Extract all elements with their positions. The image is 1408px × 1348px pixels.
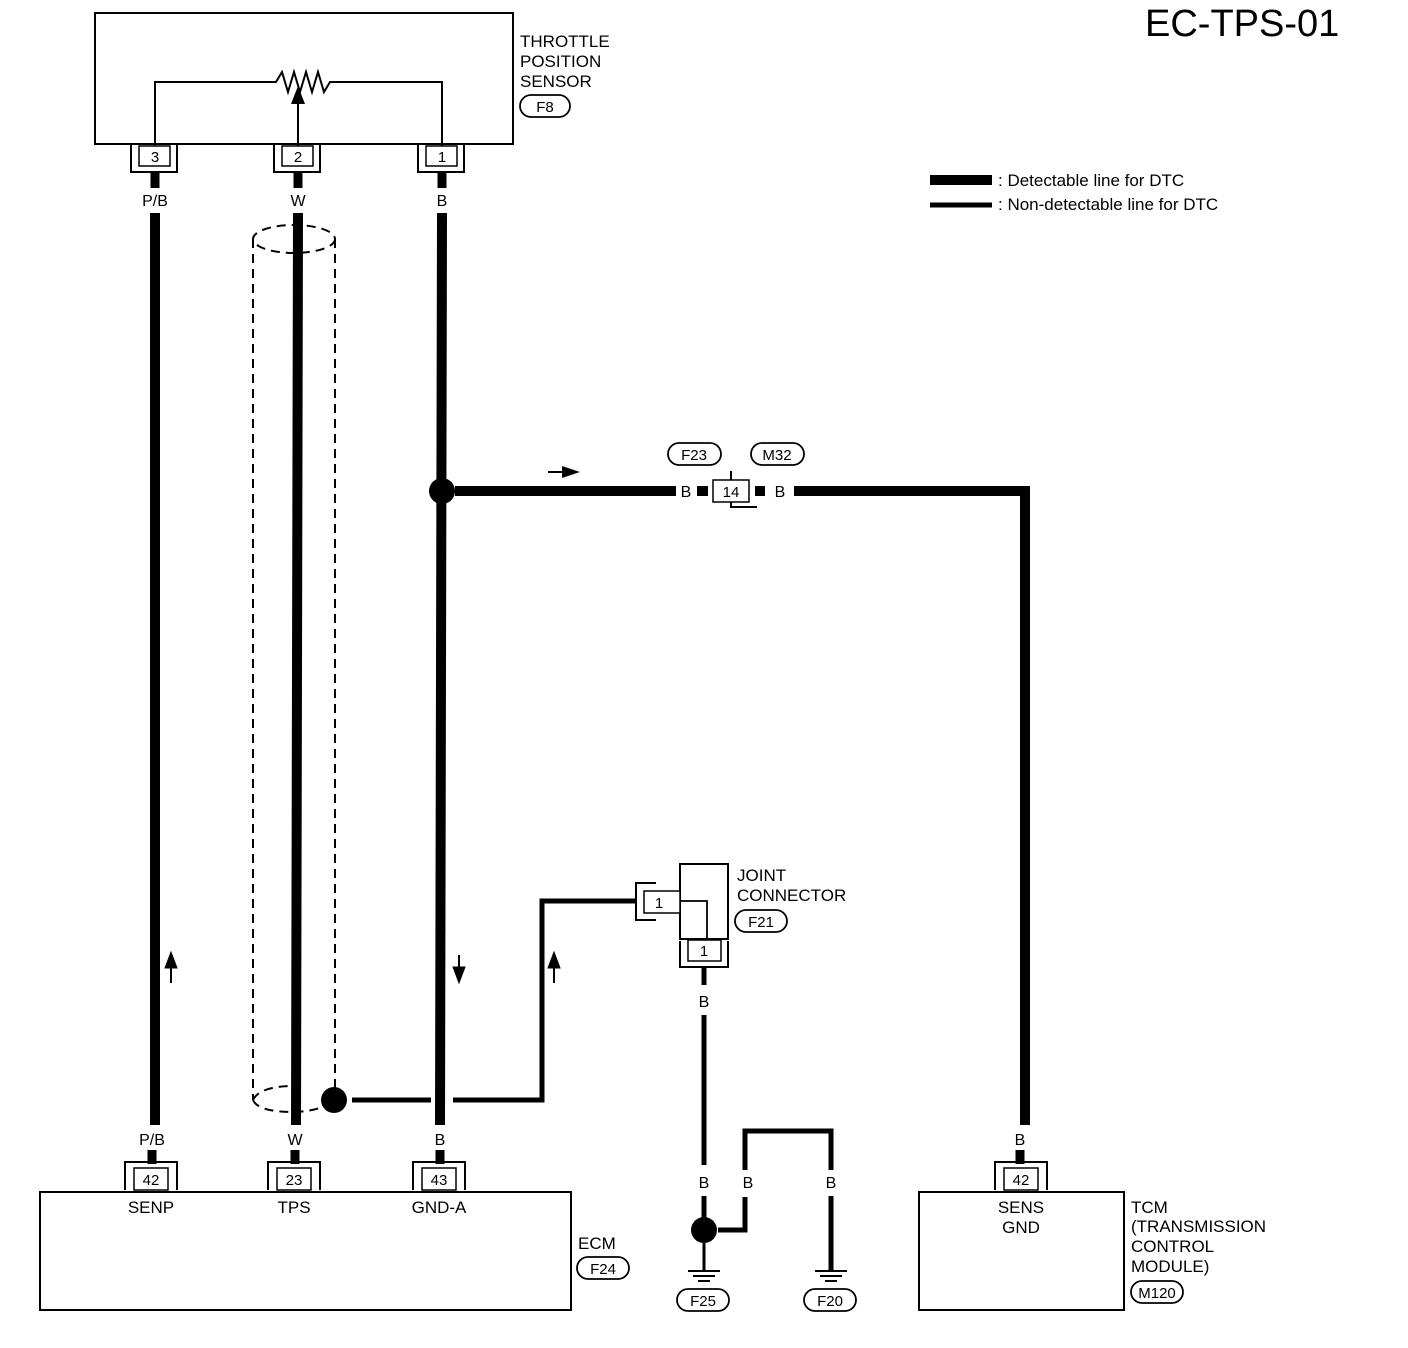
sensor-name-line3: SENSOR [520, 72, 592, 91]
legend-non-detectable-label: : Non-detectable line for DTC [998, 195, 1218, 214]
ecm-pin-23-label: 23 [286, 1172, 303, 1189]
flow-arrows [164, 950, 561, 985]
wire-to-tcm [794, 486, 1030, 1125]
ground-right-icon [815, 1270, 847, 1282]
ecm-pin-42-label: 42 [143, 1172, 160, 1189]
tcm-module: SENS GND TCM (TRANSMISSION CONTROL MODUL… [918, 1191, 1266, 1311]
tcm-pin-42-label: 42 [1013, 1172, 1030, 1189]
tcm-wire-color: B [1015, 1132, 1026, 1149]
arrow-up-joint-icon [547, 950, 561, 969]
ground-wire-left: B [699, 1175, 710, 1192]
tcm-terminal-line1: SENS [998, 1198, 1044, 1217]
sensor-pin-3-label: 3 [151, 149, 159, 166]
sensor-pin-1-label: 1 [438, 149, 446, 166]
splice-connector: F23 M32 B 14 B [667, 442, 805, 508]
tcm-name-line2: (TRANSMISSION [1131, 1217, 1266, 1236]
flow-arrow-right-icon [562, 466, 580, 478]
arrow-up-senp-icon [164, 950, 178, 969]
gnd-splice-dot [429, 478, 455, 504]
ecm-box [39, 1191, 572, 1311]
tcm-terminal-line2: GND [1002, 1218, 1040, 1237]
ecm-terminal-tps: TPS [277, 1198, 310, 1217]
sensor-name-line2: POSITION [520, 52, 601, 71]
sensor-connector-badge [519, 94, 571, 118]
sensor-name-line1: THROTTLE [520, 32, 610, 51]
tcm-name-line1: TCM [1131, 1198, 1168, 1217]
legend-detectable-label: : Detectable line for DTC [998, 171, 1184, 190]
sensor-connector-id: F8 [536, 99, 554, 116]
legend: : Detectable line for DTC : Non-detectab… [930, 171, 1218, 214]
f21-badge [734, 909, 788, 933]
wiper-arrow-icon [291, 86, 305, 104]
ecm-terminal-senp: SENP [128, 1198, 174, 1217]
ground-section: B B B F25 F20 [676, 1128, 857, 1312]
f20-badge [803, 1288, 857, 1312]
ecm-wire-pb: P/B [139, 1132, 165, 1149]
sensor-pin-2: 2 [273, 144, 321, 173]
joint-side-pin-label: 1 [655, 895, 663, 912]
wire-tps [291, 212, 303, 1126]
joint-name-line2: CONNECTOR [737, 886, 846, 905]
tcm-box [918, 1191, 1125, 1311]
f23-badge [667, 442, 722, 466]
diagram-title: EC-TPS-01 [1145, 3, 1339, 45]
m120-badge [1130, 1280, 1184, 1304]
f23-label: F23 [681, 447, 707, 464]
ecm-pin-42: 42 [124, 1161, 178, 1191]
shield-splice-dot [321, 1087, 347, 1113]
sensor-pin-2-label: 2 [294, 149, 302, 166]
f24-label: F24 [590, 1261, 616, 1278]
ecm-wire-w: W [287, 1132, 303, 1149]
joint-bottom-pin-label: 1 [700, 943, 708, 960]
m32-badge [750, 442, 805, 466]
f20-label: F20 [817, 1293, 843, 1310]
ecm-terminal-gnd-a: GND-A [412, 1198, 467, 1217]
joint-name-line1: JOINT [737, 866, 786, 885]
ecm-name: ECM [578, 1234, 616, 1253]
wire-color-pb-top: P/B [142, 193, 168, 210]
joint-connector: 1 1 JOINT CONNECTOR F21 [635, 863, 846, 968]
ecm-pin-23: 23 [267, 1161, 321, 1191]
splice-wire-left: B [681, 484, 692, 501]
f25-label: F25 [690, 1293, 716, 1310]
tcm-name-line3: CONTROL [1131, 1237, 1214, 1256]
m120-label: M120 [1138, 1285, 1176, 1302]
tcm-name-line4: MODULE) [1131, 1257, 1209, 1276]
f21-label: F21 [748, 914, 774, 931]
sensor-pin-3: 3 [130, 144, 178, 173]
ecm-pin-43-label: 43 [431, 1172, 448, 1189]
ground-wire-right: B [826, 1175, 837, 1192]
f24-badge [576, 1256, 630, 1280]
wire-gnd-a [435, 212, 447, 1126]
ground-left-icon [688, 1270, 720, 1282]
m32-label: M32 [762, 447, 791, 464]
ground-splice-dot [691, 1217, 717, 1243]
splice-pin-label: 14 [723, 484, 740, 501]
sensor-internal-wire [154, 68, 443, 146]
wire-color-w-top: W [290, 193, 306, 210]
sensor-pin-1: 1 [417, 144, 465, 173]
arrow-down-gnd-icon [452, 966, 466, 985]
sensor-box [94, 12, 514, 145]
tcm-pin-42: 42 [994, 1161, 1048, 1191]
throttle-position-sensor: THROTTLE POSITION SENSOR F8 [94, 12, 610, 146]
joint-wire-color: B [699, 994, 710, 1011]
ecm-wire-b: B [435, 1132, 446, 1149]
f25-badge [676, 1288, 730, 1312]
ecm-module: SENP TPS GND-A ECM F24 [39, 1191, 630, 1311]
ground-wire-mid: B [743, 1175, 754, 1192]
splice-wire-right: B [775, 484, 786, 501]
wire-color-b-top: B [437, 193, 448, 210]
ecm-pin-43: 43 [412, 1161, 466, 1191]
